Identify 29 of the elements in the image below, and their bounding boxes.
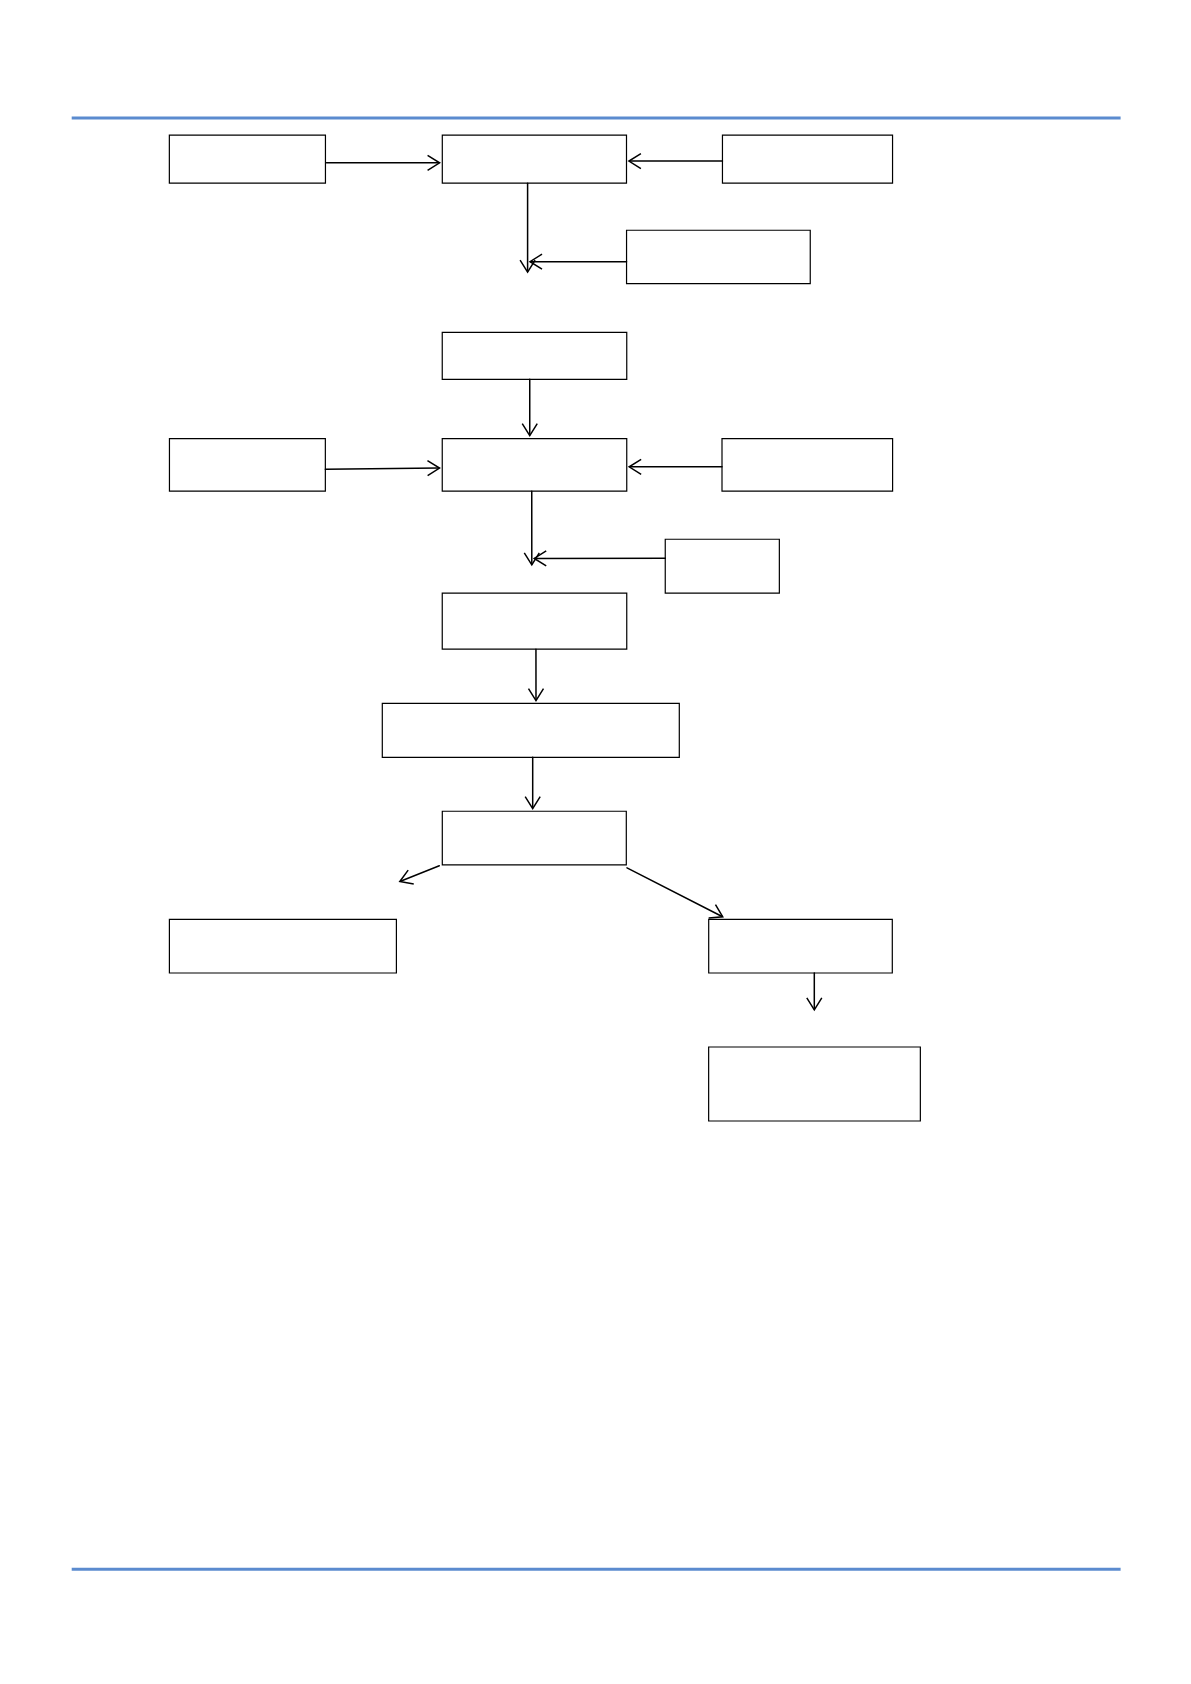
arrow <box>527 648 545 702</box>
arrow <box>528 253 628 270</box>
process-box <box>381 702 680 758</box>
arrow <box>627 152 724 170</box>
arrow <box>626 867 724 919</box>
arrow <box>398 865 441 885</box>
arrow <box>806 972 823 1012</box>
process-box <box>168 134 327 184</box>
process-box <box>721 134 894 184</box>
process-box <box>441 592 628 650</box>
arrow <box>324 459 441 477</box>
process-box <box>721 438 894 492</box>
process-box <box>441 810 627 866</box>
arrow <box>532 550 666 567</box>
process-box <box>441 134 628 184</box>
arrow <box>523 490 541 567</box>
arrow <box>519 182 536 274</box>
process-box <box>441 331 628 380</box>
arrow <box>627 458 723 476</box>
process-box <box>441 438 628 492</box>
arrow <box>521 378 538 437</box>
process-box <box>625 229 811 285</box>
process-box <box>708 918 893 974</box>
process-box <box>708 1046 921 1122</box>
arrow <box>524 756 541 810</box>
arrow <box>325 154 441 172</box>
process-box <box>664 538 780 594</box>
process-box <box>168 438 326 492</box>
process-box <box>168 918 397 974</box>
